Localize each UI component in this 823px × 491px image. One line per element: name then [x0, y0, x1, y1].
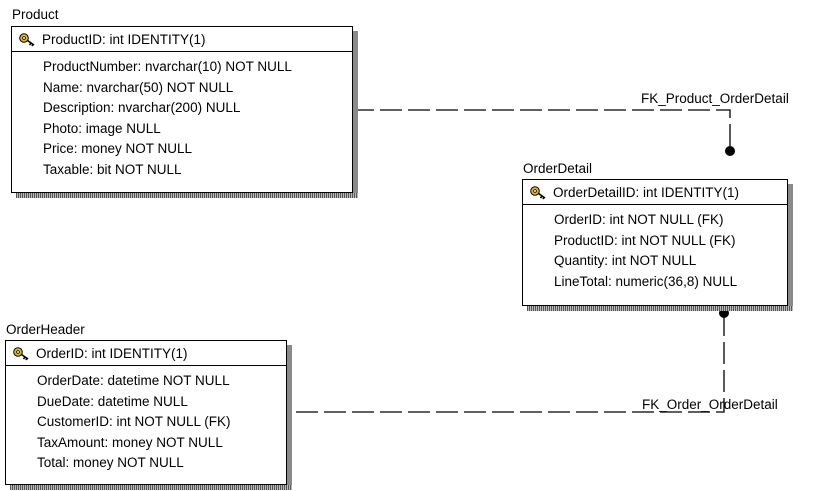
- orderdetail-columns: OrderID: int NOT NULL (FK) ProductID: in…: [523, 205, 787, 292]
- product-columns: ProductNumber: nvarchar(10) NOT NULL Nam…: [12, 52, 352, 180]
- key-icon: [19, 33, 35, 47]
- orderdetail-pk-row: OrderDetailID: int IDENTITY(1): [523, 180, 787, 205]
- orderdetail-pk-label: OrderDetailID: int IDENTITY(1): [553, 184, 740, 200]
- column-field: Photo: image NULL: [43, 120, 161, 136]
- column-field: ProductNumber: nvarchar(10) NOT NULL: [43, 59, 292, 74]
- fk-product-orderdetail-line: [352, 109, 731, 150]
- orderheader-table-title: OrderHeader: [6, 322, 85, 337]
- column-field: CustomerID: int NOT NULL (FK): [37, 414, 231, 429]
- fk-order-orderdetail-end-dot: [719, 308, 729, 318]
- column-field: DueDate: datetime NULL: [37, 393, 188, 409]
- product-pk-row: ProductID: int IDENTITY(1): [12, 27, 352, 52]
- orderheader-table[interactable]: OrderID: int IDENTITY(1) OrderDate: date…: [5, 340, 292, 490]
- column-field: Total: money NOT NULL: [37, 455, 184, 470]
- orderheader-pk-label: OrderID: int IDENTITY(1): [36, 345, 188, 361]
- orderdetail-table-title: OrderDetail: [523, 161, 593, 176]
- column-field: Description: nvarchar(200) NULL: [43, 100, 241, 115]
- orderheader-columns: OrderDate: datetime NOT NULL DueDate: da…: [6, 366, 286, 474]
- column-field: Price: money NOT NULL: [43, 141, 193, 156]
- key-icon: [530, 186, 546, 200]
- column-field: Name: nvarchar(50) NOT NULL: [43, 79, 234, 95]
- product-table[interactable]: ProductID: int IDENTITY(1) ProductNumber…: [11, 26, 358, 198]
- fk-order-orderdetail-line: [286, 314, 725, 413]
- column-field: Taxable: bit NOT NULL: [43, 161, 182, 177]
- orderdetail-table[interactable]: OrderDetailID: int IDENTITY(1) OrderID: …: [522, 179, 793, 311]
- column-field: ProductID: int NOT NULL (FK): [554, 232, 736, 248]
- key-icon: [13, 347, 29, 361]
- column-field: OrderDate: datetime NOT NULL: [37, 373, 230, 388]
- product-pk-label: ProductID: int IDENTITY(1): [42, 31, 206, 47]
- column-field: LineTotal: numeric(36,8) NULL: [554, 273, 738, 289]
- orderheader-pk-row: OrderID: int IDENTITY(1): [6, 341, 286, 366]
- column-field: OrderID: int NOT NULL (FK): [554, 212, 724, 227]
- fk-product-orderdetail-end-dot: [725, 146, 735, 156]
- column-field: Quantity: int NOT NULL: [554, 253, 697, 268]
- fk-order-orderdetail-label[interactable]: FK_Order_OrderDetail: [642, 397, 778, 412]
- column-field: TaxAmount: money NOT NULL: [37, 434, 223, 450]
- fk-product-orderdetail-label[interactable]: FK_Product_OrderDetail: [641, 91, 789, 106]
- product-table-title: Product: [12, 7, 59, 22]
